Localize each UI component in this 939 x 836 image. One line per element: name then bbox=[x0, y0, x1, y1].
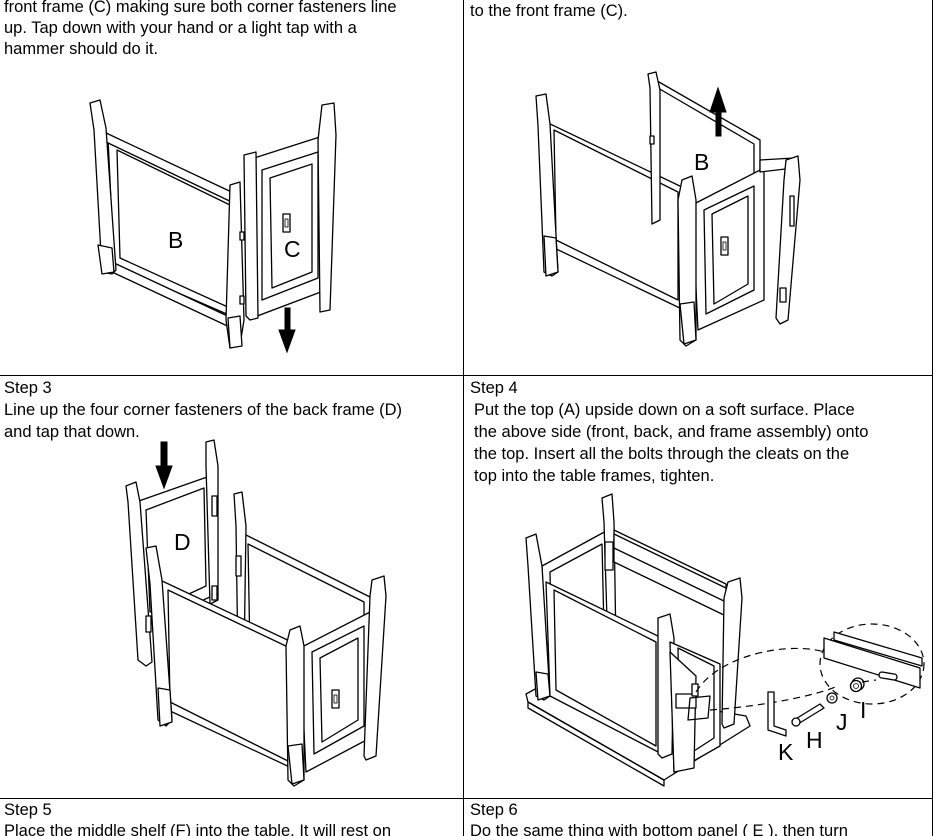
label-b: B bbox=[694, 149, 709, 175]
panel-step4: Step 4 Put the top (A) upside down on a … bbox=[464, 376, 932, 798]
instruction-line: up. Tap down with your hand or a light t… bbox=[4, 19, 357, 37]
horizontal-divider-2 bbox=[0, 798, 933, 799]
assembly-illustration-step2: B C bbox=[89, 99, 337, 354]
panel-step5: Step 5 Place the middle shelf (F) into t… bbox=[0, 799, 463, 836]
label-b: B bbox=[168, 227, 183, 253]
magnifier-callout bbox=[819, 623, 925, 705]
vertical-divider bbox=[463, 0, 464, 836]
assembly-illustration-step2b: B bbox=[535, 71, 801, 347]
washer-i bbox=[849, 679, 863, 693]
down-arrow-icon bbox=[155, 441, 173, 490]
down-arrow-icon bbox=[278, 307, 296, 354]
instruction-line: to the front frame (C). bbox=[470, 2, 628, 20]
label-j: J bbox=[836, 709, 848, 735]
panel-top-left: front frame (C) making sure both corner … bbox=[0, 0, 463, 375]
right-border bbox=[932, 0, 933, 836]
instruction-line: Place the middle shelf (F) into the tabl… bbox=[4, 822, 392, 836]
instruction-line: front frame (C) making sure both corner … bbox=[4, 0, 397, 16]
assembly-illustration-step3: D bbox=[125, 439, 387, 787]
label-k: K bbox=[778, 739, 794, 765]
allen-key-k bbox=[767, 691, 787, 737]
up-arrow-icon bbox=[709, 86, 727, 137]
label-c: C bbox=[284, 236, 301, 262]
step-heading: Step 3 bbox=[4, 379, 52, 397]
horizontal-divider-1 bbox=[0, 375, 933, 376]
label-i: I bbox=[860, 697, 866, 723]
label-d: D bbox=[174, 529, 191, 555]
left-leg bbox=[535, 93, 559, 277]
panel-step6: Step 6 Do the same thing with bottom pan… bbox=[464, 799, 932, 836]
instruction-line: and tap that down. bbox=[4, 423, 140, 441]
step-heading: Step 4 bbox=[470, 379, 518, 397]
step-heading: Step 6 bbox=[470, 801, 518, 819]
instruction-line: top into the table frames, tighten. bbox=[474, 467, 715, 485]
instruction-line: hammer should do it. bbox=[4, 40, 159, 58]
instruction-line: Put the top (A) upside down on a soft su… bbox=[474, 401, 855, 419]
instruction-line: Do the same thing with bottom panel ( E … bbox=[470, 822, 848, 836]
step-heading: Step 5 bbox=[4, 801, 52, 819]
instruction-line: Line up the four corner fasteners of the… bbox=[4, 401, 403, 419]
washer-j bbox=[826, 692, 838, 704]
panel-step3: Step 3 Line up the four corner fasteners… bbox=[0, 376, 463, 798]
panel-top-right: to the front frame (C). B bbox=[464, 0, 932, 375]
callout-leader bbox=[695, 647, 845, 693]
instruction-line: the top. Insert all the bolts through th… bbox=[474, 445, 850, 463]
label-h: H bbox=[806, 727, 823, 753]
assembly-illustration-step4: K H J I bbox=[525, 493, 925, 787]
instruction-line: the above side (front, back, and frame a… bbox=[474, 423, 869, 441]
